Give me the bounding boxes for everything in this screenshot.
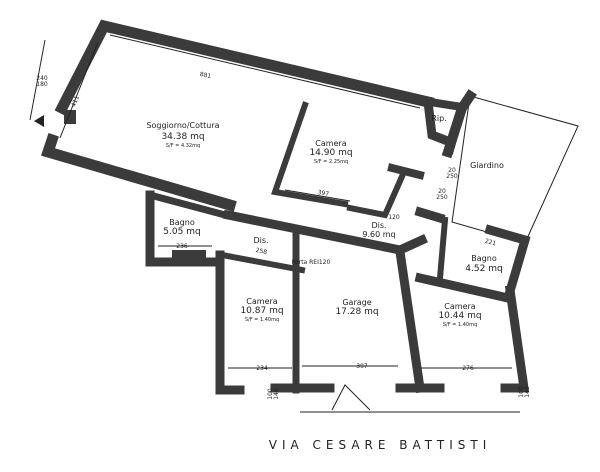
walls xyxy=(40,19,531,395)
room-name-soggiorno: Soggiorno/Cottura xyxy=(146,121,219,130)
window-dim-right-bottom: 140 xyxy=(524,386,531,398)
door-dim-1-top: 20 xyxy=(448,167,456,174)
room-sf-camera-right: S/F = 1.40mq xyxy=(443,322,477,328)
door-dim-2-bottom: 250 xyxy=(436,194,448,201)
room-area-camera-left: 10.87 mq xyxy=(240,306,283,316)
room-area-garage: 17.28 mq xyxy=(335,307,378,317)
room-name-garage: Garage xyxy=(342,298,371,307)
window-dim-mid-bottom: 140 xyxy=(273,388,280,400)
window-dim-mid-top: 100 xyxy=(267,388,274,400)
room-name-bagno-left: Bagno xyxy=(169,218,195,227)
room-area-camera-right: 10.44 mq xyxy=(438,311,481,321)
room-name-dis-small: Dis. xyxy=(253,236,268,245)
door-dim-2-top: 20 xyxy=(438,188,446,195)
dim-dis: 120 xyxy=(388,214,400,221)
room-area-bagno-left: 5.05 mq xyxy=(163,227,200,237)
room-name-camera-top: Camera xyxy=(315,139,346,148)
room-name-dis-large: Dis. xyxy=(371,221,386,230)
dimension-lines xyxy=(29,34,520,413)
dim-bagno-left: 236 xyxy=(176,243,188,250)
door-dim-1-bottom: 250 xyxy=(446,173,458,180)
room-sf-soggiorno: S/F = 4.32mq xyxy=(166,143,200,149)
room-sf-camera-left: S/F = 1.40mq xyxy=(245,317,279,323)
room-area-dis-large: 9.60 mq xyxy=(362,230,395,239)
room-name-camera-right: Camera xyxy=(444,302,475,311)
window-dim-right-top: 100 xyxy=(518,386,525,398)
dim-camera-w: 397 xyxy=(317,189,330,198)
room-name-giardino: Giardino xyxy=(470,161,504,170)
dim-dis-small: 258 xyxy=(255,247,268,256)
dim-bagno-right: 221 xyxy=(484,238,497,248)
dim-soggiorno-w: 411 xyxy=(70,95,81,108)
street-name: VIA CESARE BATTISTI xyxy=(269,438,492,452)
room-area-camera-top: 14.90 mq xyxy=(309,148,352,158)
dim-camera-right: 276 xyxy=(462,365,474,372)
room-name-camera-left: Camera xyxy=(246,297,277,306)
north-arrow-icon xyxy=(34,115,44,127)
room-name-bagno-right: Bagno xyxy=(471,254,497,263)
window-dim-top: 240 xyxy=(36,75,48,82)
room-area-bagno-right: 4.52 mq xyxy=(465,264,502,274)
room-area-soggiorno: 34.38 mq xyxy=(161,132,204,142)
dim-camera-left: 234 xyxy=(256,365,268,372)
dim-garage: 397 xyxy=(356,363,368,370)
room-name-rip: Rip. xyxy=(431,114,446,123)
porta-label: Porta REI120 xyxy=(292,259,331,266)
room-sf-camera-top: S/F = 2.25mq xyxy=(314,159,348,165)
window-dim-bottom: 180 xyxy=(36,81,48,88)
dim-soggiorno-len: 881 xyxy=(199,71,212,80)
